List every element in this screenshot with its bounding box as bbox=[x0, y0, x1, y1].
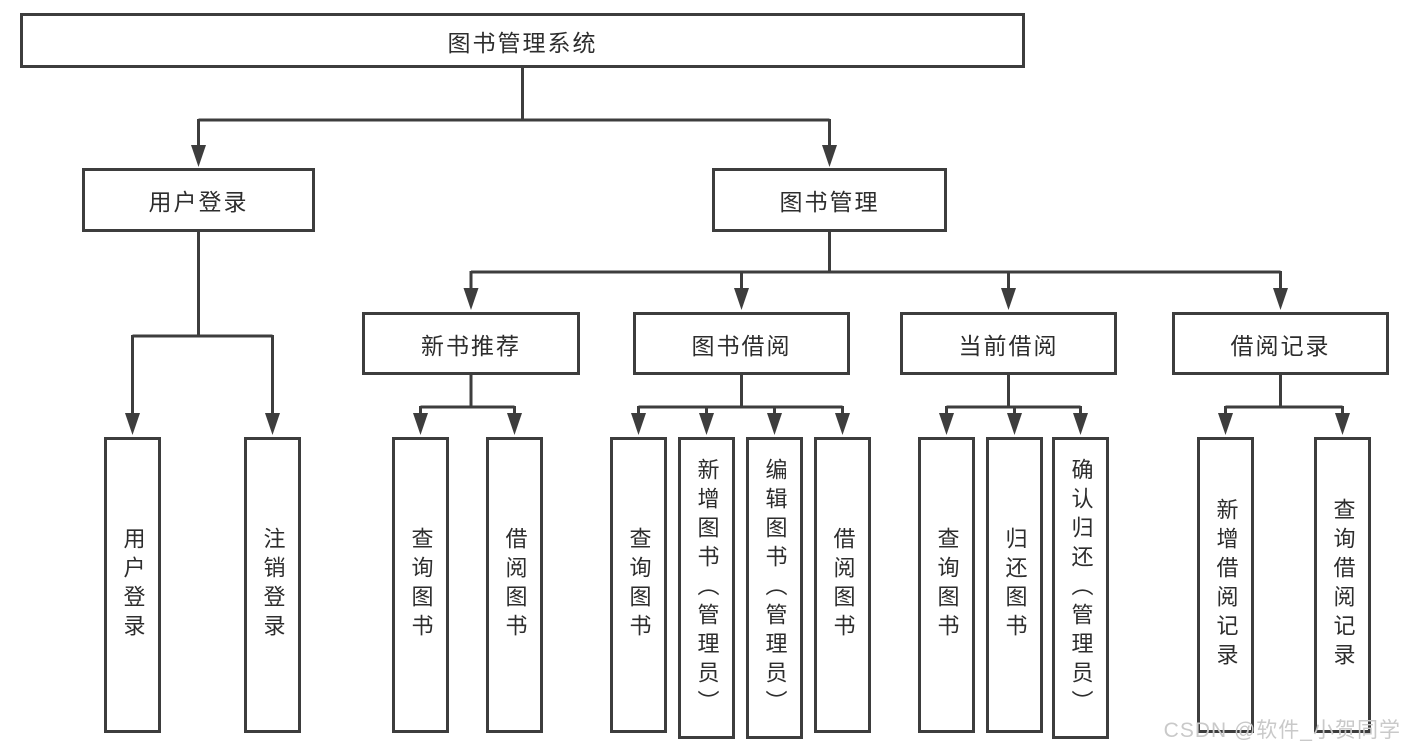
node-book-borrow: 图书借阅 bbox=[633, 312, 850, 375]
leaf-confirm-return-admin-label: 确认归还（管理员） bbox=[1068, 457, 1094, 719]
leaf-logout: 注销登录 bbox=[244, 437, 301, 733]
leaf-add-borrow-record-label: 新增借阅记录 bbox=[1213, 498, 1239, 672]
node-book-management-label: 图书管理 bbox=[779, 189, 880, 215]
leaf-add-books-admin: 新增图书（管理员） bbox=[678, 437, 735, 739]
leaf-add-books-admin-label: 新增图书（管理员） bbox=[694, 457, 720, 719]
node-current-borrow-label: 当前借阅 bbox=[958, 332, 1059, 359]
leaf-edit-books-admin: 编辑图书（管理员） bbox=[746, 437, 803, 739]
leaf-borrow-books-2-label: 借阅图书 bbox=[830, 527, 856, 643]
node-book-borrow-label: 图书借阅 bbox=[691, 332, 792, 359]
node-root-label: 图书管理系统 bbox=[447, 29, 598, 56]
leaf-query-books-2: 查询图书 bbox=[610, 437, 667, 733]
leaf-query-borrow-record: 查询借阅记录 bbox=[1314, 437, 1371, 733]
node-user-login: 用户登录 bbox=[82, 168, 315, 232]
node-root: 图书管理系统 bbox=[20, 13, 1025, 68]
leaf-borrow-books-2: 借阅图书 bbox=[814, 437, 871, 733]
node-current-borrow: 当前借阅 bbox=[900, 312, 1117, 375]
node-borrow-records-label: 借阅记录 bbox=[1230, 332, 1331, 359]
leaf-user-login: 用户登录 bbox=[104, 437, 161, 733]
leaf-user-login-label: 用户登录 bbox=[120, 527, 146, 643]
node-new-book-recommend-label: 新书推荐 bbox=[421, 332, 521, 359]
leaf-borrow-books-1: 借阅图书 bbox=[486, 437, 543, 733]
leaf-add-borrow-record: 新增借阅记录 bbox=[1197, 437, 1254, 733]
leaf-query-books-3-label: 查询图书 bbox=[934, 527, 960, 643]
leaf-query-books-1: 查询图书 bbox=[392, 437, 449, 733]
leaf-confirm-return-admin: 确认归还（管理员） bbox=[1052, 437, 1109, 739]
node-borrow-records: 借阅记录 bbox=[1172, 312, 1389, 375]
leaf-return-books: 归还图书 bbox=[986, 437, 1043, 733]
leaf-logout-label: 注销登录 bbox=[260, 527, 286, 643]
connector-arrowheads bbox=[125, 145, 1350, 435]
leaf-query-books-1-label: 查询图书 bbox=[408, 527, 434, 643]
leaf-query-books-3: 查询图书 bbox=[918, 437, 975, 733]
node-new-book-recommend: 新书推荐 bbox=[362, 312, 580, 375]
leaf-borrow-books-1-label: 借阅图书 bbox=[502, 527, 528, 643]
watermark: CSDN @软件_小贺同学 bbox=[1163, 719, 1401, 742]
leaf-edit-books-admin-label: 编辑图书（管理员） bbox=[762, 457, 788, 719]
leaf-return-books-label: 归还图书 bbox=[1002, 527, 1028, 643]
node-book-management: 图书管理 bbox=[712, 168, 947, 232]
node-user-login-label: 用户登录 bbox=[148, 189, 249, 215]
leaf-query-borrow-record-label: 查询借阅记录 bbox=[1330, 498, 1356, 672]
leaf-query-books-2-label: 查询图书 bbox=[626, 527, 652, 643]
